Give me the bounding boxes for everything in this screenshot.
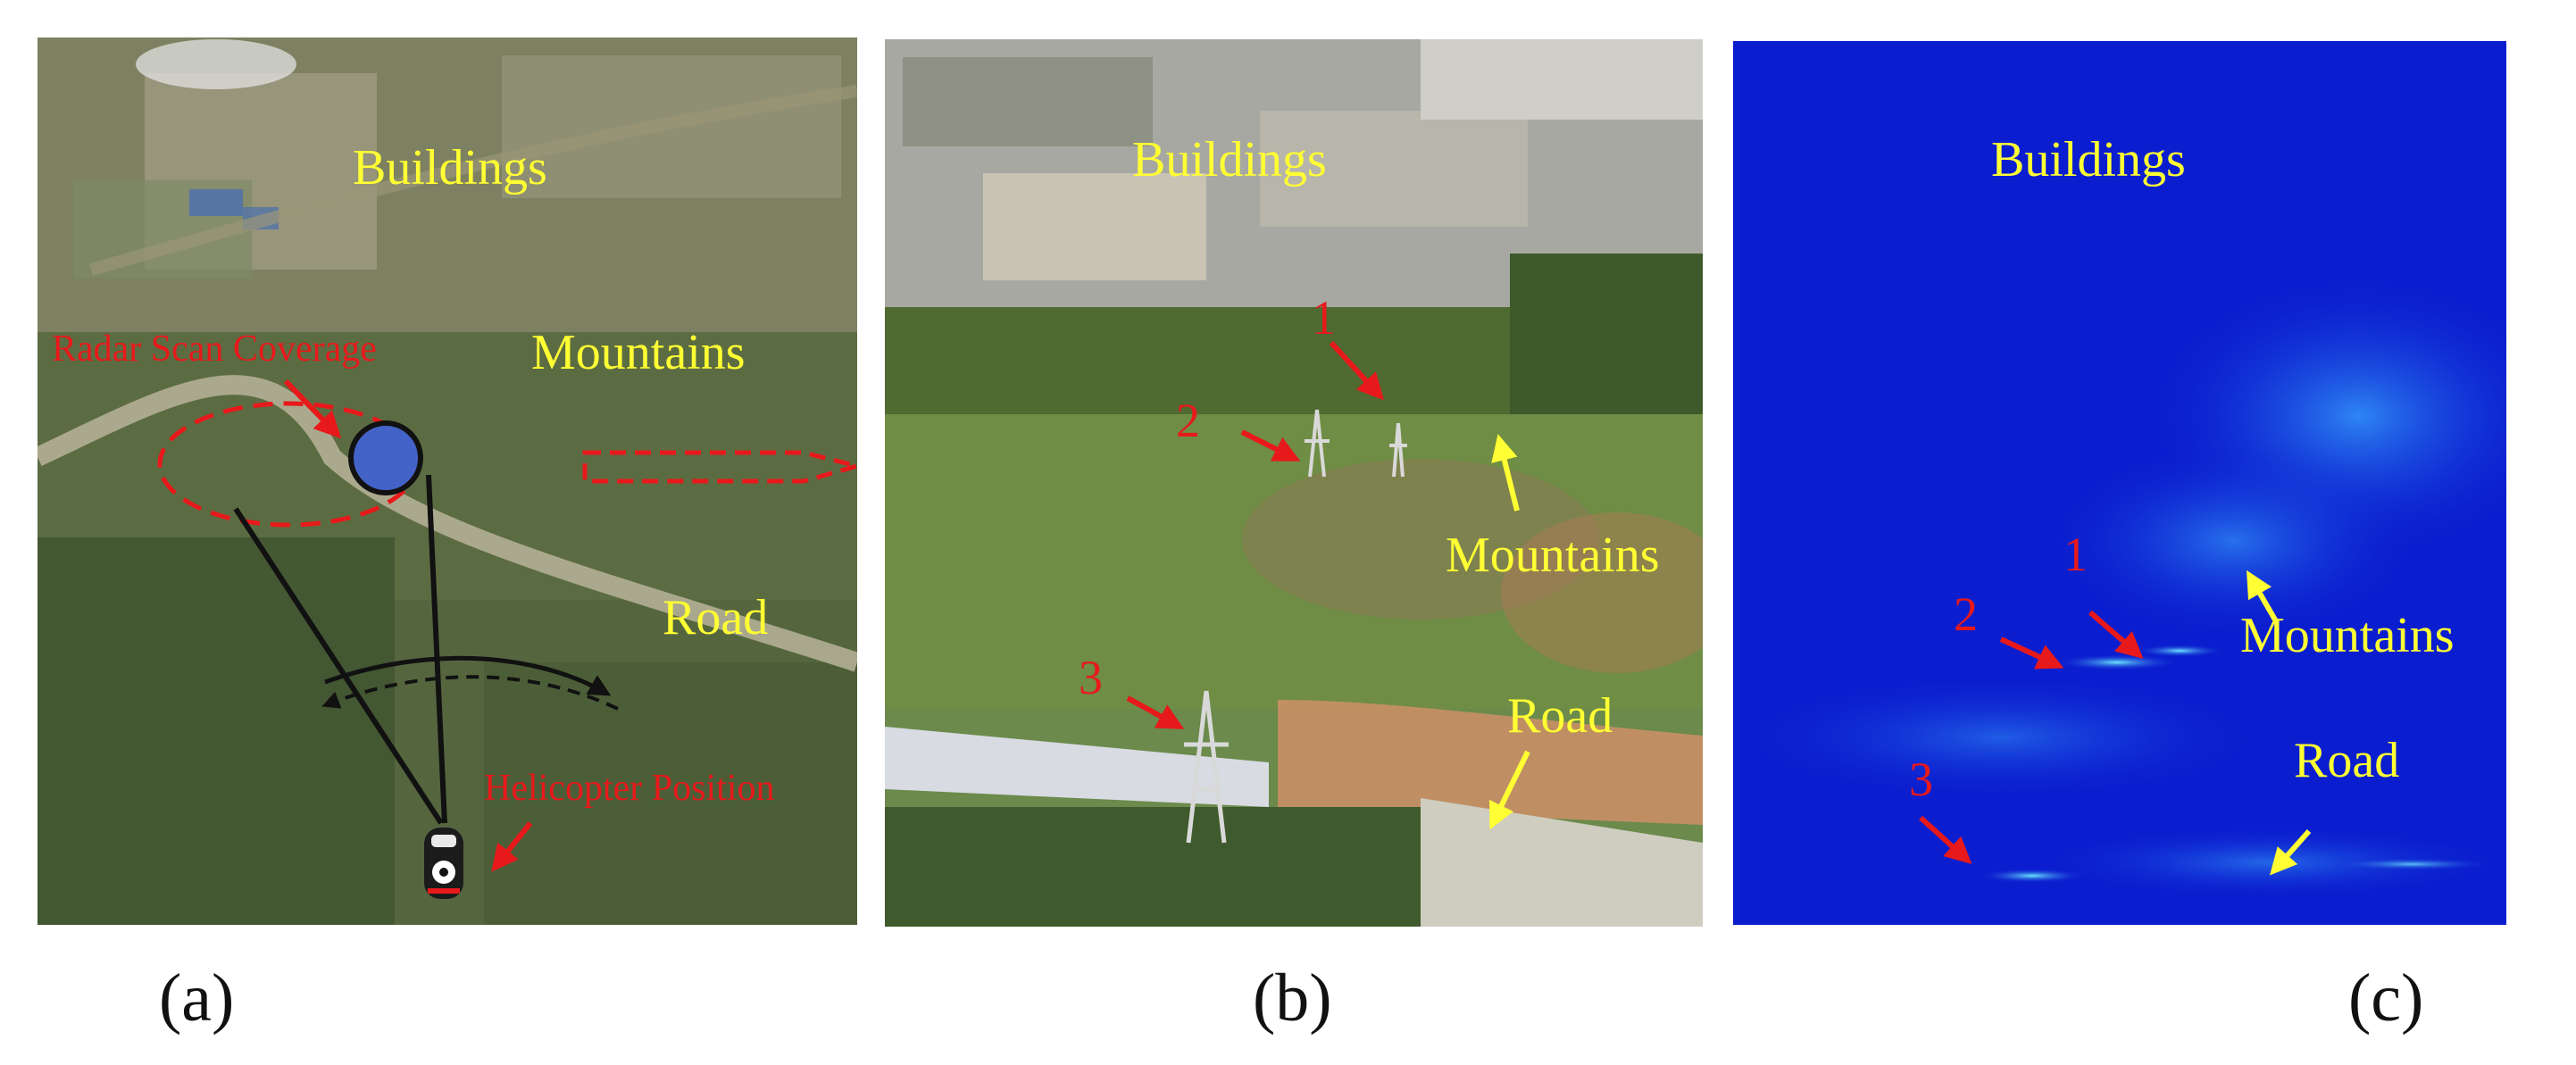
label-marker-2: 2 [1176, 394, 1200, 447]
transmission-tower-3 [1184, 690, 1229, 844]
label-radar-scan-coverage: Radar Scan Coverage [52, 329, 377, 370]
helicopter-icon [424, 828, 463, 899]
satellite-map-panel: Buildings Mountains Road Radar Scan Cove… [38, 37, 857, 925]
label-buildings: Buildings [1132, 132, 1327, 187]
transmission-tower-1 [1389, 422, 1407, 478]
label-marker-3: 3 [1909, 753, 1933, 806]
label-buildings: Buildings [353, 140, 547, 196]
radar-image-panel: Buildings 1 2 3 Mountains Road [1733, 41, 2506, 925]
optical-photo-image [885, 39, 1703, 927]
label-marker-1: 1 [2063, 528, 2088, 581]
scan-sweep-arrow [324, 655, 612, 696]
label-road: Road [2294, 733, 2400, 788]
label-helicopter-position: Helicopter Position [484, 768, 775, 809]
label-marker-1: 1 [1312, 291, 1336, 345]
coverage-link-arrow [582, 450, 857, 484]
radar-footprint [348, 420, 423, 495]
label-marker-2: 2 [1954, 587, 1978, 641]
label-mountains: Mountains [531, 325, 746, 380]
radar-return-target-3 [1979, 869, 2086, 883]
satellite-map-image [38, 37, 857, 925]
label-road: Road [663, 590, 769, 645]
radar-return-target-1 [2135, 645, 2224, 657]
caption-c: (c) [2348, 961, 2424, 1036]
label-mountains: Mountains [2240, 608, 2455, 663]
radar-intensity-image [1733, 41, 2506, 925]
radar-return-target-2 [2055, 654, 2180, 670]
scan-sweep-return-arrow [321, 675, 619, 711]
caption-a: (a) [159, 961, 235, 1036]
transmission-tower-2 [1305, 409, 1330, 478]
optical-photo-panel: Buildings 1 2 3 Mountains Road [885, 39, 1703, 927]
label-mountains: Mountains [1446, 528, 1660, 583]
label-buildings: Buildings [1991, 132, 2186, 187]
caption-b: (b) [1253, 961, 1332, 1036]
label-marker-3: 3 [1079, 651, 1103, 704]
label-road: Road [1507, 688, 1613, 744]
